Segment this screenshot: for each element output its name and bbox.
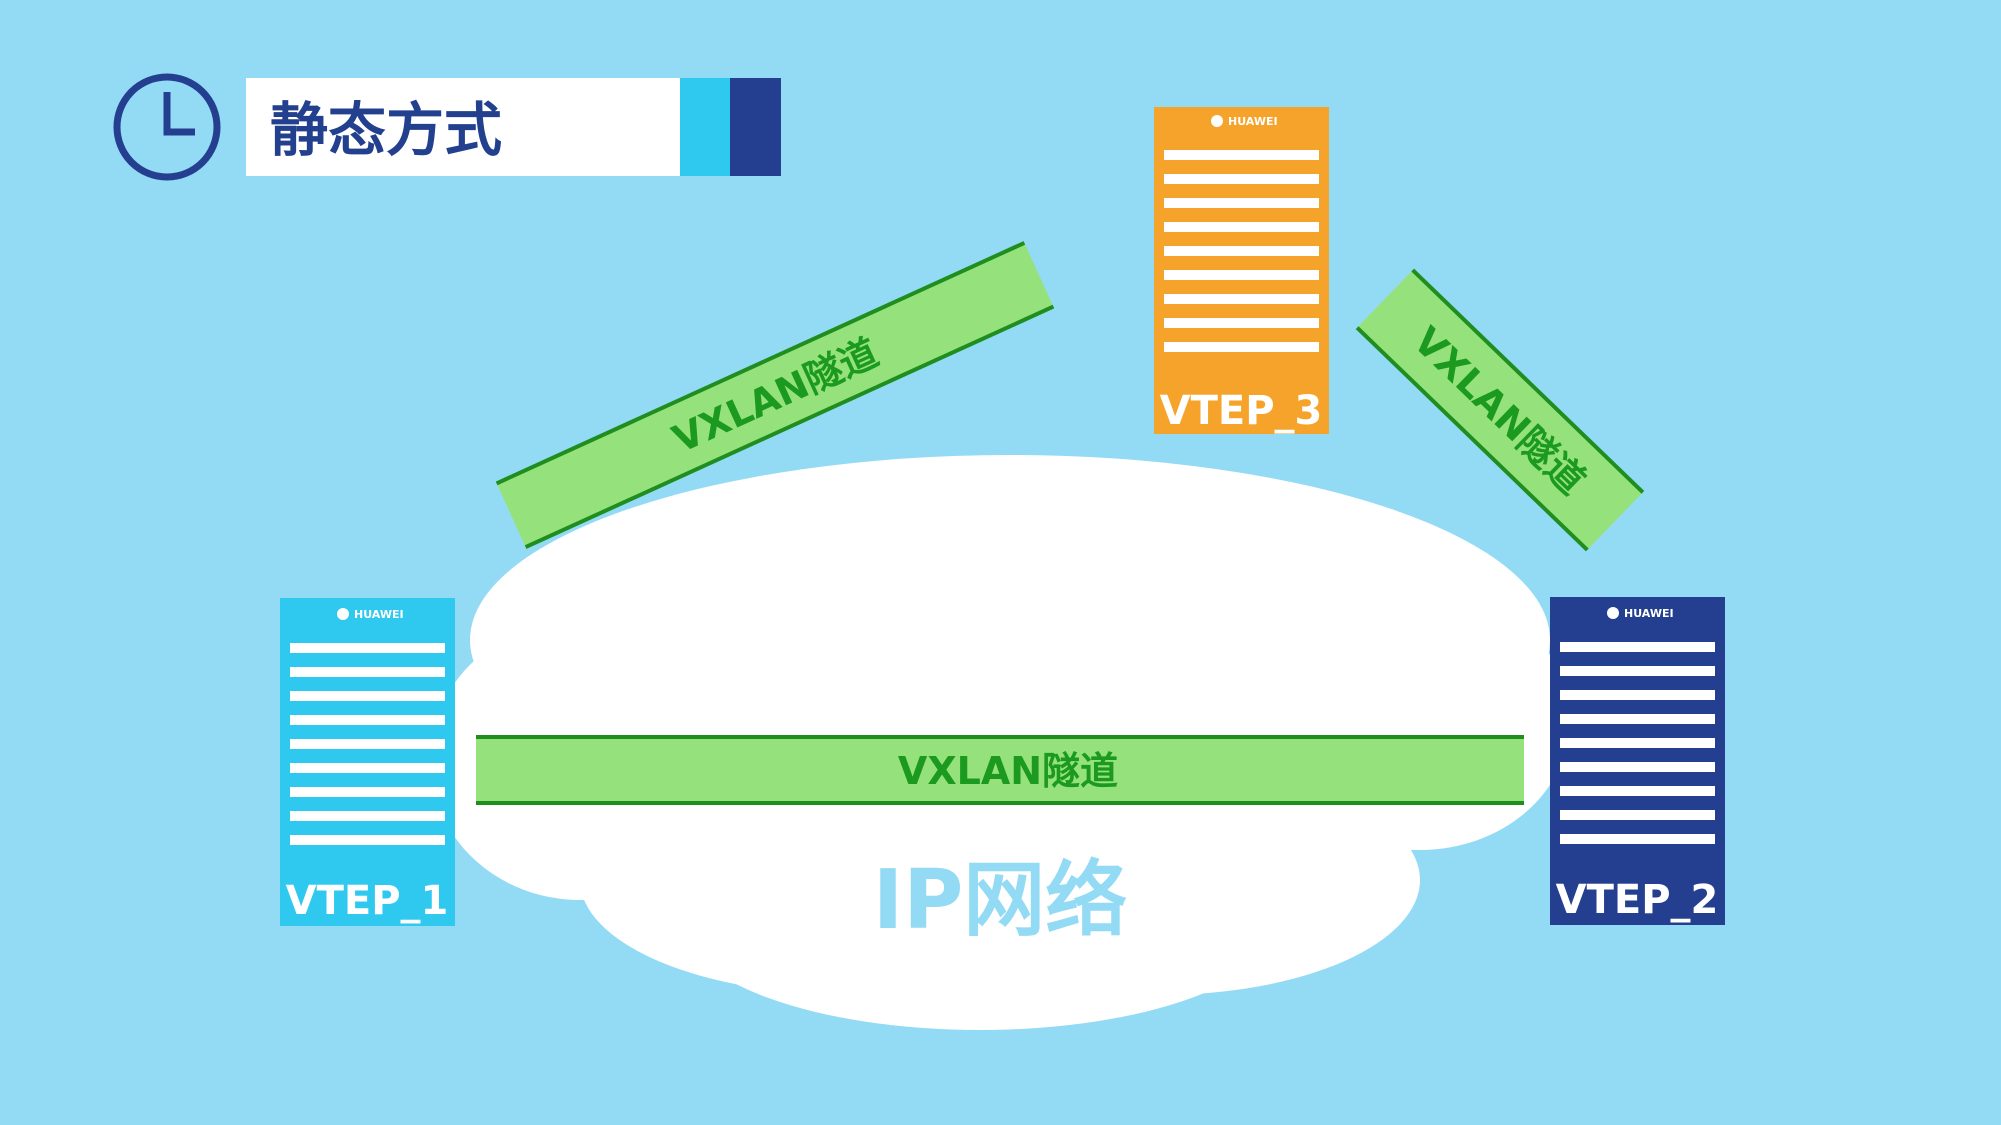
ip-network-cloud [430, 455, 1570, 1030]
title-accent-dark [730, 78, 781, 176]
vtep1-device: HUAWEI VTEP_1 [280, 598, 455, 926]
server-slots [1164, 150, 1319, 352]
page-title: 静态方式 [270, 96, 502, 164]
ip-network-label: IP网络 [873, 853, 1128, 948]
tunnel-vtep3-vtep2: VXLAN隧道 [1355, 268, 1645, 552]
clock-icon [113, 73, 221, 181]
vtep3-label: VTEP_3 [1160, 388, 1323, 434]
title-accent-light [680, 78, 730, 176]
brand-label: HUAWEI [354, 608, 404, 621]
vtep1-label: VTEP_1 [286, 878, 449, 924]
tunnel-vtep1-vtep2: VXLAN隧道 [476, 735, 1524, 805]
huawei-logo-icon [1211, 115, 1223, 127]
brand-label: HUAWEI [1624, 607, 1674, 620]
vtep3-device: HUAWEI VTEP_3 [1154, 107, 1329, 434]
tunnel-label-right: VXLAN隧道 [1405, 318, 1594, 503]
server-slots [290, 643, 445, 845]
vtep2-device: HUAWEI VTEP_2 [1550, 597, 1725, 925]
server-slots [1560, 642, 1715, 844]
brand-label: HUAWEI [1228, 115, 1278, 128]
huawei-logo-icon [1607, 607, 1619, 619]
huawei-logo-icon [337, 608, 349, 620]
tunnel-label-bottom: VXLAN隧道 [898, 749, 1118, 793]
title-bar: 静态方式 [246, 78, 781, 176]
vtep2-label: VTEP_2 [1556, 877, 1719, 923]
